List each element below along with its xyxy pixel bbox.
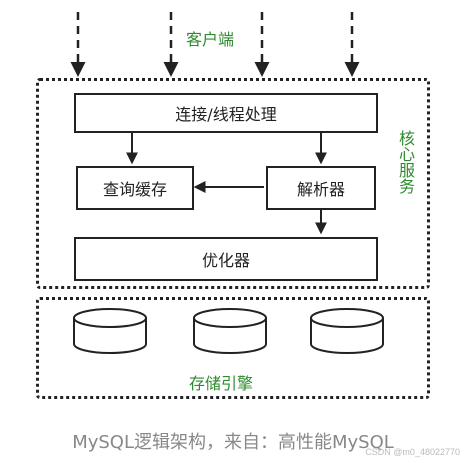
query-cache-box: 查询缓存 — [76, 166, 194, 210]
optimizer-box: 优化器 — [74, 237, 378, 281]
database-cylinder-icon-1 — [73, 308, 147, 354]
database-cylinder-icon-3 — [310, 308, 384, 354]
storage-engine-frame — [36, 297, 430, 399]
connection-thread-box: 连接/线程处理 — [74, 93, 378, 133]
client-label: 客户端 — [186, 30, 235, 49]
database-cylinder-icon-2 — [193, 308, 267, 354]
core-service-frame — [36, 78, 430, 289]
figure-caption: MySQL逻辑架构，来自：高性能MySQL — [72, 432, 394, 453]
storage-engine-label: 存储引擎 — [189, 374, 254, 393]
watermark: CSDN @m0_48022770 — [365, 447, 460, 457]
parser-box: 解析器 — [266, 166, 376, 210]
core-service-label: 核心服务 — [396, 130, 415, 194]
